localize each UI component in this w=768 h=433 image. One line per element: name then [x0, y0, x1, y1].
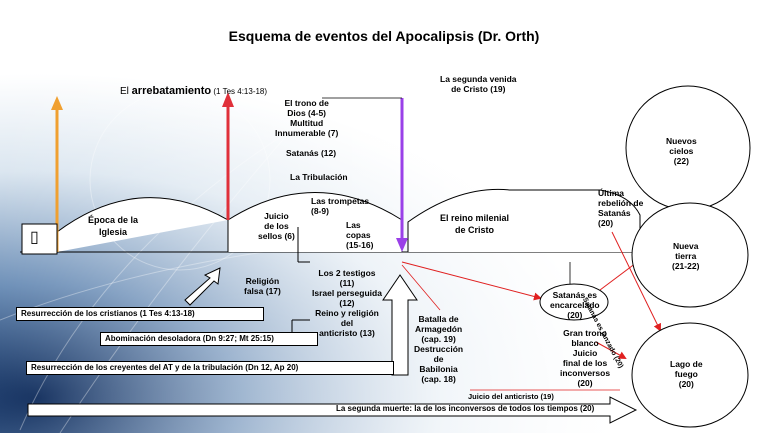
false-religion-arrow	[184, 267, 221, 306]
new-earth-circle	[631, 202, 749, 308]
satan-bound-ellipse	[539, 283, 609, 321]
resurrection-arrow	[382, 274, 418, 376]
two-witnesses-label: Los 2 testigos(11)Israel perseguida(12)R…	[312, 268, 382, 338]
resurrection-ot-box: Resurrección de los creyentes del AT y d…	[26, 361, 394, 375]
rapture-label: El arrebatamiento (1 Tes 4:13-18)	[120, 85, 268, 97]
diagram-title: Esquema de eventos del Apocalipsis (Dr. …	[228, 28, 540, 44]
second-death-label: La segunda muerte: la de los inconversos…	[336, 404, 595, 413]
tribulation-arch	[227, 192, 403, 252]
lake-of-fire-circle	[631, 322, 749, 428]
placeholder-glyph-icon: ▯	[30, 229, 39, 246]
abomination-box: Abominación desoladora (Dn 9:27; Mt 25:1…	[100, 332, 318, 346]
antichrist-judgment-label: Juicio del anticristo (19)	[468, 392, 554, 401]
trumpets-label: Las trompetas(8-9)	[311, 196, 370, 216]
millennium-arch	[407, 188, 641, 252]
tribulation-label: La Tribulación	[290, 172, 348, 182]
second-death-arrow	[27, 396, 638, 424]
satan-12-label: Satanás (12)	[286, 148, 337, 158]
church-age-arch	[56, 197, 229, 252]
resurrection-christians-box: Resurrección de los cristianos (1 Tes 4:…	[16, 307, 264, 321]
